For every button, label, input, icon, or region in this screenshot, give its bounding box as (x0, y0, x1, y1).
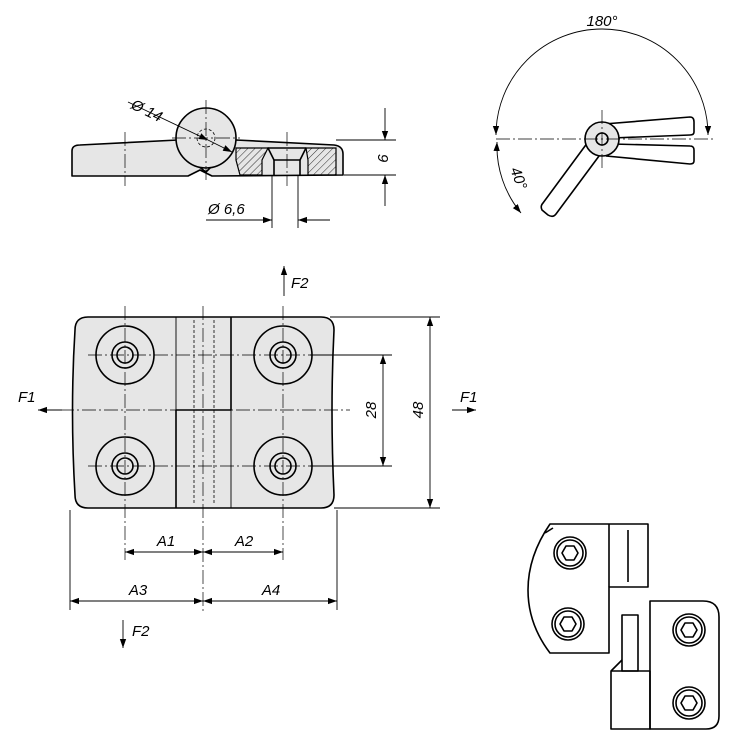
screw-head-right-bottom (672, 686, 706, 720)
height-48-label: 48 (410, 401, 427, 418)
diameter-6-6-label: Ø 6,6 (207, 201, 245, 218)
a4-label: A4 (261, 582, 280, 599)
front-view: 28 48 A1 A2 A3 A4 F1 F1 F2 F2 (18, 266, 478, 648)
a1-label: A1 (156, 533, 175, 550)
screw-head-middle (551, 607, 585, 641)
a2-label: A2 (234, 533, 254, 550)
thickness-9-label: 9 (374, 154, 391, 163)
swing-view: 180° 40° (492, 13, 716, 218)
diameter-14-label: Ø 14 (127, 96, 165, 126)
side-view: Ø 14 Ø 6,6 9 (71, 96, 396, 228)
force-f1-left-label: F1 (18, 389, 36, 406)
height-28-label: 28 (363, 401, 380, 419)
force-f2-top-label: F2 (291, 275, 309, 292)
force-f2-bottom-label: F2 (132, 623, 150, 640)
isometric-view (527, 523, 720, 730)
angle-40-label: 40° (506, 165, 530, 192)
screw-head-top (553, 536, 587, 570)
screw-head-right-top (672, 613, 706, 647)
angle-180-label: 180° (586, 13, 617, 30)
a3-label: A3 (128, 582, 148, 599)
force-f1-right-label: F1 (460, 389, 478, 406)
